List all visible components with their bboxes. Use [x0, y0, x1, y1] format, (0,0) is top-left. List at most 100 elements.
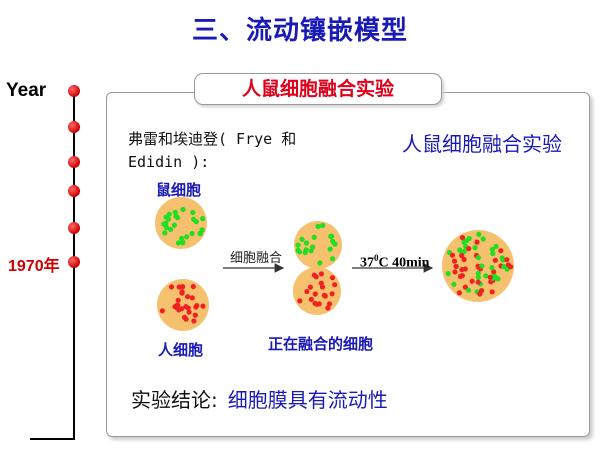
- human-protein-marker: [168, 284, 175, 290]
- credit-line-1: 弗雷和埃迪登( Frye 和: [128, 130, 297, 148]
- mouse-protein-marker: [329, 233, 335, 239]
- fusion-arrow-label: 细胞融合: [230, 251, 283, 266]
- human-protein-marker: [329, 291, 335, 297]
- human-protein-marker: [491, 269, 497, 275]
- experiment-side-title: 人鼠细胞融合实验: [402, 132, 562, 156]
- human-protein-marker: [318, 271, 324, 277]
- mouse-protein-marker: [472, 245, 478, 251]
- human-protein-marker: [311, 272, 317, 278]
- human-protein-marker: [312, 291, 318, 297]
- human-protein-marker: [185, 294, 191, 300]
- timeline-dot: [68, 185, 80, 197]
- human-protein-marker: [174, 302, 180, 308]
- human-protein-marker: [508, 264, 514, 270]
- mouse-protein-marker: [191, 216, 197, 222]
- conclusion-label: 实验结论:: [131, 388, 218, 412]
- human-protein-marker: [475, 279, 481, 285]
- human-protein-marker: [487, 274, 493, 280]
- human-protein-marker: [461, 256, 467, 263]
- human-protein-marker: [489, 289, 495, 295]
- mouse-protein-marker: [475, 270, 481, 276]
- mouse-protein-marker: [163, 225, 170, 231]
- human-protein-marker: [319, 284, 326, 290]
- timeline-dot: [68, 222, 80, 234]
- human-protein-marker: [175, 297, 181, 303]
- timeline-1970-label: 1970年: [8, 258, 60, 275]
- human-protein-marker: [316, 301, 322, 307]
- human-protein-marker: [449, 252, 456, 258]
- mouse-protein-marker: [445, 271, 451, 277]
- mouse-protein-marker: [494, 276, 500, 282]
- mouse-protein-marker: [180, 206, 186, 213]
- mouse-cell-label: 鼠细胞: [156, 181, 202, 199]
- fusing-cells-label: 正在融合的细胞: [268, 335, 374, 353]
- human-protein-marker: [332, 282, 338, 288]
- human-protein-marker: [456, 290, 462, 296]
- mouse-protein-marker: [302, 249, 308, 256]
- human-protein-marker: [325, 305, 331, 311]
- human-protein-marker: [451, 258, 458, 264]
- mouse-protein-marker: [299, 236, 305, 242]
- human-protein-marker: [176, 284, 182, 290]
- mouse-protein-marker: [489, 246, 495, 253]
- mouse-protein-marker: [295, 242, 301, 248]
- human-protein-marker: [186, 309, 192, 315]
- mouse-protein-marker: [166, 211, 172, 217]
- human-cell: [157, 279, 209, 331]
- mouse-protein-marker: [168, 226, 174, 233]
- mouse-protein-marker: [489, 265, 495, 271]
- human-cell-label: 人细胞: [158, 341, 204, 359]
- mouse-protein-marker: [163, 220, 169, 226]
- mouse-protein-marker: [476, 231, 482, 237]
- timeline-dot: [68, 121, 80, 133]
- mouse-protein-marker: [330, 238, 336, 244]
- timeline-year-label: Year: [6, 80, 47, 101]
- human-protein-marker: [457, 273, 464, 280]
- human-protein-marker: [453, 263, 459, 269]
- mouse-protein-marker: [329, 256, 336, 262]
- mouse-protein-marker: [317, 260, 323, 266]
- credit-line-2: Edidin ):: [128, 153, 210, 171]
- fusing-mouse-cell: [294, 221, 342, 269]
- mouse-protein-marker: [197, 231, 203, 237]
- human-protein-marker: [181, 314, 188, 320]
- mouse-protein-marker: [490, 250, 496, 257]
- mouse-protein-marker: [480, 236, 486, 242]
- mouse-protein-marker: [165, 216, 171, 222]
- mouse-protein-marker: [451, 281, 457, 287]
- timeline-dot: [68, 156, 80, 168]
- timeline-base: [30, 438, 75, 440]
- mouse-protein-marker: [200, 216, 206, 222]
- human-protein-marker: [192, 312, 198, 318]
- human-protein-marker: [459, 235, 466, 241]
- human-protein-marker: [329, 275, 336, 281]
- human-protein-marker: [312, 300, 318, 306]
- mouse-cell: [155, 197, 207, 249]
- human-protein-marker: [185, 305, 191, 311]
- human-protein-marker: [466, 246, 472, 252]
- mouse-protein-marker: [303, 240, 309, 246]
- human-protein-marker: [179, 289, 185, 295]
- human-protein-marker: [307, 284, 313, 290]
- human-protein-marker: [191, 318, 197, 324]
- mouse-protein-marker: [162, 230, 168, 236]
- mouse-protein-marker: [296, 249, 303, 255]
- human-protein-marker: [492, 257, 498, 263]
- human-protein-marker: [200, 303, 206, 309]
- mouse-protein-marker: [483, 273, 489, 279]
- human-protein-marker: [297, 298, 303, 304]
- mouse-protein-marker: [171, 222, 177, 228]
- panel-title: 人鼠细胞融合实验: [194, 73, 442, 105]
- human-protein-marker: [308, 296, 314, 302]
- mouse-protein-marker: [327, 246, 333, 252]
- human-protein-marker: [179, 306, 185, 312]
- human-protein-marker: [474, 239, 480, 245]
- human-protein-marker: [194, 303, 200, 309]
- mouse-protein-marker: [475, 274, 481, 281]
- mouse-protein-marker: [461, 248, 467, 254]
- page-title: 三、流动镶嵌模型: [191, 16, 408, 46]
- mouse-protein-marker: [315, 223, 321, 229]
- mouse-protein-marker: [320, 222, 326, 229]
- mouse-protein-marker: [184, 234, 190, 240]
- mouse-protein-marker: [190, 209, 196, 216]
